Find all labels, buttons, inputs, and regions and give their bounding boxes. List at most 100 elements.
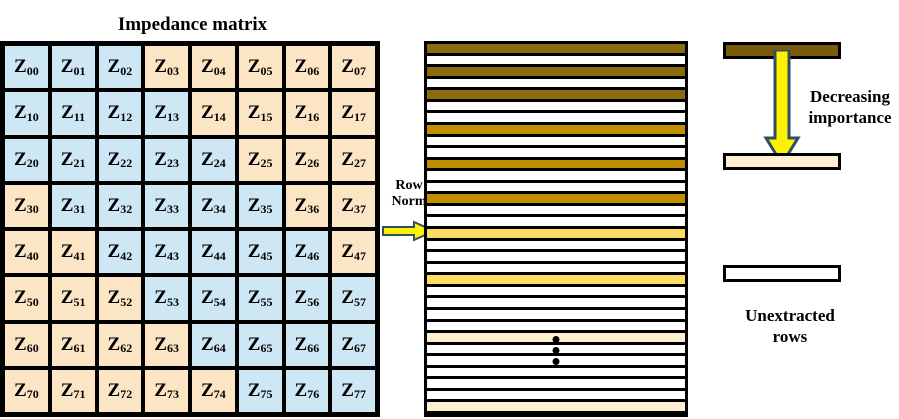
stack-row [427,298,685,310]
stack-row [427,356,685,368]
unextracted-line2: rows [772,327,808,347]
stack-row [427,90,685,102]
legend-decreasing-importance-label: Decreasing importance [792,86,899,129]
row-norm-label-line2: Norm [391,194,427,210]
stack-row [427,171,685,183]
legend-unextracted-swatch [723,265,841,282]
legend-low-importance-swatch [723,153,841,170]
stack-row [427,286,685,299]
decreasing-line1: Decreasing [810,87,890,106]
row-norm-transform: Row Norm [380,178,438,250]
stack-row [427,321,685,334]
stack-row [427,78,685,91]
legend-panel: Decreasing importance Unextracted rows [710,0,899,419]
unextracted-line1: Unextracted [745,306,835,325]
matrix-title: Impedance matrix [117,14,268,35]
down-arrow-icon [763,50,801,166]
stack-row [427,390,685,403]
stack-row [427,113,685,125]
stack-row [427,252,685,264]
stack-row [427,367,685,380]
decreasing-line2: importance [808,108,892,128]
stack-row [427,101,685,114]
row-norm-label-line1: Row [395,178,423,193]
row-norm-label: Row Norm [380,178,438,210]
stack-row [427,402,685,414]
stack-row [427,344,685,357]
stack-row [427,44,685,56]
stack-row [427,67,685,79]
stack-row [427,217,685,229]
stack-row [427,240,685,253]
stack-row [427,124,685,137]
stack-row [427,275,685,287]
stack-row [427,333,685,345]
stack-row [427,194,685,206]
stack-row [427,148,685,160]
stack-row [427,229,685,241]
legend-unextracted-rows-label: Unextracted rows [720,305,860,348]
stack-row [427,205,685,218]
stack-row [427,263,685,276]
stack-row [427,159,685,172]
